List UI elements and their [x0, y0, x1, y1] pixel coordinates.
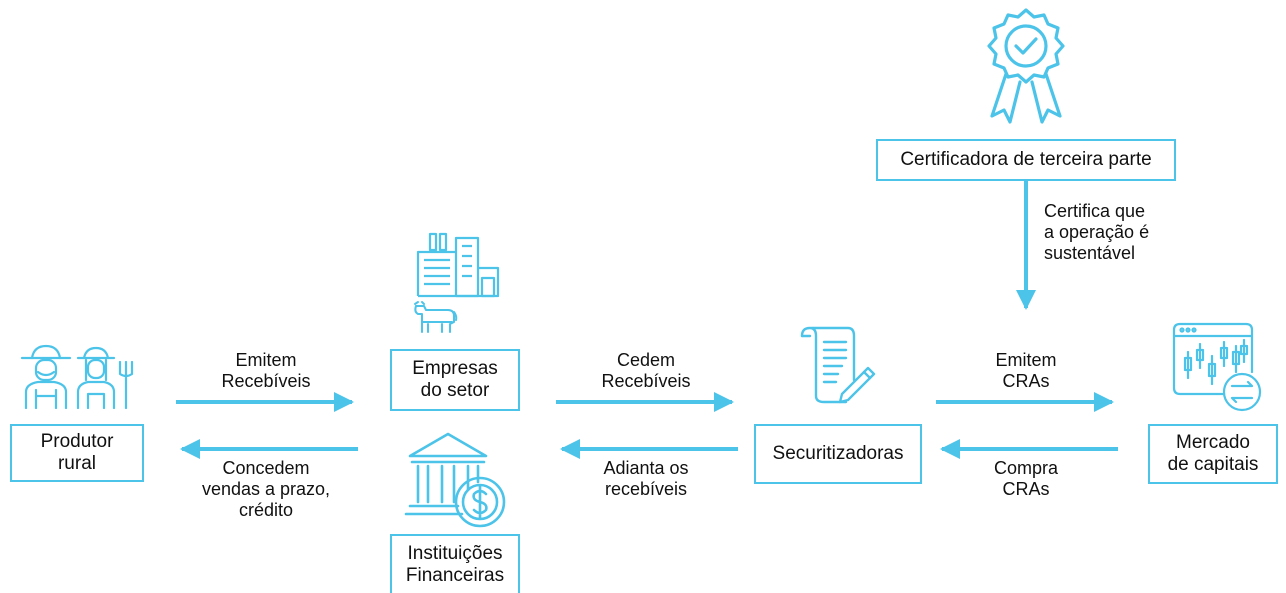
node-empresas-label: Empresas do setor [412, 358, 498, 401]
edge-label-emitem-cras: Emitem CRAs [995, 350, 1057, 391]
bank-icon [404, 432, 506, 528]
node-instituicoes-financeiras: Instituições Financeiras [390, 534, 520, 593]
document-signing-icon [800, 326, 876, 404]
edge-label-emitem-recebiveis: Emitem Recebíveis [221, 350, 311, 391]
node-securitizadoras: Securitizadoras [754, 424, 922, 484]
node-mercado-label: Mercado de capitais [1167, 432, 1259, 475]
node-instituicoes-label: Instituições Financeiras [405, 542, 505, 586]
edge-label-concedem: Concedem vendas a prazo, crédito [201, 458, 331, 520]
node-produtor-rural: Produtor rural [10, 424, 144, 482]
node-certificadora-label: Certificadora de terceira parte [900, 149, 1152, 170]
node-mercado-de-capitais: Mercado de capitais [1148, 424, 1278, 484]
cow-icon [414, 301, 458, 333]
node-securitizadoras-label: Securitizadoras [772, 443, 904, 464]
node-produtor-label: Produtor rural [40, 431, 114, 474]
node-empresas-do-setor: Empresas do setor [390, 349, 520, 411]
factory-icon [416, 232, 500, 298]
edge-label-compra-cras: Compra CRAs [993, 458, 1059, 499]
farmers-icon [20, 344, 134, 410]
edge-label-cedem-recebiveis: Cedem Recebíveis [601, 350, 691, 391]
stock-market-icon [1172, 322, 1262, 412]
edge-label-adianta: Adianta os recebíveis [603, 458, 689, 499]
certificate-badge-icon [987, 8, 1065, 124]
edge-label-certifica: Certifica que a operação é sustentável [1044, 201, 1150, 263]
node-certificadora: Certificadora de terceira parte [876, 139, 1176, 181]
